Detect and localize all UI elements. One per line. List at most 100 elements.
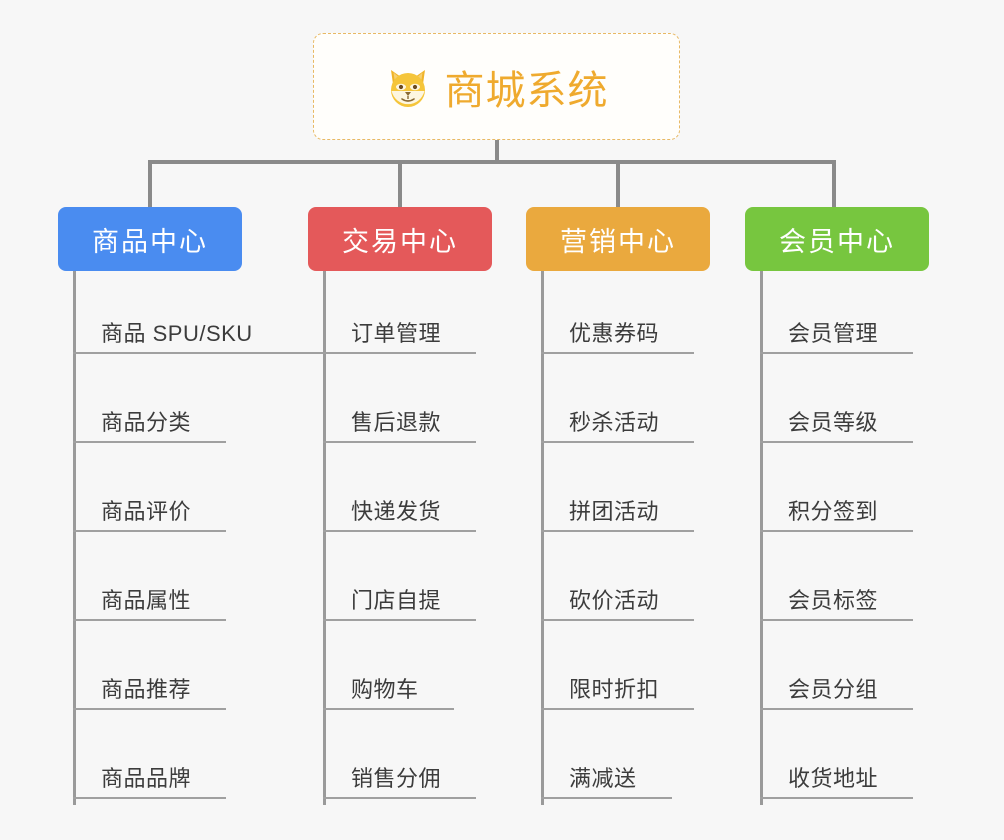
list-item[interactable]: 满减送	[526, 716, 710, 805]
list-item-label: 收货地址	[788, 766, 879, 791]
list-item[interactable]: 门店自提	[308, 538, 492, 627]
connector-spine-product-center	[73, 271, 76, 805]
list-item-label: 满减送	[569, 766, 637, 791]
list-item-rule	[73, 352, 335, 354]
list-item[interactable]: 秒杀活动	[526, 360, 710, 449]
category-title: 会员中心	[779, 226, 895, 257]
branch-member-center: 会员中心 会员管理 会员等级 积分签到 会员标签 会员分组	[745, 207, 929, 805]
list-item-rule	[541, 352, 694, 354]
list-item[interactable]: 商品属性	[58, 538, 242, 627]
branch-trade-center: 交易中心 订单管理 售后退款 快递发货 门店自提 购物车	[308, 207, 492, 805]
list-item[interactable]: 会员分组	[745, 627, 929, 716]
list-item[interactable]: 会员管理	[745, 271, 929, 360]
list-item-rule	[760, 797, 913, 799]
list-item-label: 购物车	[351, 677, 419, 702]
list-item-label: 会员管理	[788, 321, 879, 346]
list-item-rule	[73, 530, 226, 532]
category-title: 商品中心	[92, 226, 208, 257]
list-item-label: 会员标签	[788, 588, 879, 613]
list-item-rule	[541, 708, 694, 710]
root-node-title: 商城系统	[444, 68, 609, 113]
connector-spine-member-center	[760, 271, 763, 805]
list-item-rule	[323, 352, 476, 354]
list-item[interactable]: 积分签到	[745, 449, 929, 538]
list-item-rule	[323, 708, 454, 710]
list-item-label: 门店自提	[351, 588, 442, 613]
list-item-rule	[73, 441, 226, 443]
list-item-label: 优惠券码	[569, 321, 660, 346]
list-item-label: 商品品牌	[101, 766, 192, 791]
list-item-rule	[73, 708, 226, 710]
list-item-label: 商品属性	[101, 588, 192, 613]
list-item-rule	[760, 619, 913, 621]
list-item-rule	[73, 797, 226, 799]
connector-drop-member-center	[832, 160, 836, 208]
list-item-rule	[541, 530, 694, 532]
list-item-label: 商品推荐	[101, 677, 192, 702]
list-item-label: 商品分类	[101, 410, 192, 435]
category-header-product-center[interactable]: 商品中心	[58, 207, 242, 271]
list-item-rule	[760, 530, 913, 532]
list-item-rule	[323, 441, 476, 443]
list-item[interactable]: 商品分类	[58, 360, 242, 449]
list-item-rule	[73, 619, 226, 621]
list-item[interactable]: 销售分佣	[308, 716, 492, 805]
list-item-label: 积分签到	[788, 499, 879, 524]
list-item-rule	[323, 797, 476, 799]
connector-drop-trade-center	[398, 160, 402, 208]
item-list-trade-center: 订单管理 售后退款 快递发货 门店自提 购物车 销售分佣	[308, 271, 492, 805]
list-item[interactable]: 会员等级	[745, 360, 929, 449]
item-list-member-center: 会员管理 会员等级 积分签到 会员标签 会员分组 收货地址	[745, 271, 929, 805]
list-item-label: 售后退款	[351, 410, 442, 435]
list-item-label: 商品 SPU/SKU	[101, 321, 253, 346]
list-item[interactable]: 商品评价	[58, 449, 242, 538]
list-item[interactable]: 商品 SPU/SKU	[58, 271, 335, 360]
branch-product-center: 商品中心 商品 SPU/SKU 商品分类 商品评价 商品属性 商品推荐	[58, 207, 335, 805]
connector-horizontal-bus	[148, 160, 836, 164]
list-item-label: 秒杀活动	[569, 410, 660, 435]
connector-spine-trade-center	[323, 271, 326, 805]
list-item-label: 会员分组	[788, 677, 879, 702]
list-item[interactable]: 限时折扣	[526, 627, 710, 716]
category-header-member-center[interactable]: 会员中心	[745, 207, 929, 271]
list-item-rule	[541, 797, 672, 799]
list-item[interactable]: 砍价活动	[526, 538, 710, 627]
item-list-marketing-center: 优惠券码 秒杀活动 拼团活动 砍价活动 限时折扣 满减送	[526, 271, 710, 805]
list-item-label: 快递发货	[351, 499, 442, 524]
list-item[interactable]: 售后退款	[308, 360, 492, 449]
list-item[interactable]: 收货地址	[745, 716, 929, 805]
list-item-rule	[541, 619, 694, 621]
list-item-label: 商品评价	[101, 499, 192, 524]
category-title: 交易中心	[342, 226, 458, 257]
list-item-rule	[760, 441, 913, 443]
list-item[interactable]: 购物车	[308, 627, 492, 716]
list-item[interactable]: 商品推荐	[58, 627, 242, 716]
category-title: 营销中心	[560, 226, 676, 257]
list-item-label: 会员等级	[788, 410, 879, 435]
category-header-trade-center[interactable]: 交易中心	[308, 207, 492, 271]
connector-root-stem	[495, 140, 499, 164]
list-item-rule	[323, 619, 476, 621]
list-item[interactable]: 会员标签	[745, 538, 929, 627]
list-item-rule	[541, 441, 694, 443]
connector-spine-marketing-center	[541, 271, 544, 805]
list-item-label: 订单管理	[351, 321, 442, 346]
connector-drop-product-center	[148, 160, 152, 208]
shiba-dog-face-icon	[385, 64, 431, 110]
list-item[interactable]: 拼团活动	[526, 449, 710, 538]
list-item-label: 限时折扣	[569, 677, 660, 702]
list-item[interactable]: 订单管理	[308, 271, 492, 360]
list-item-rule	[323, 530, 476, 532]
list-item[interactable]: 快递发货	[308, 449, 492, 538]
root-node-mall-system[interactable]: 商城系统	[313, 33, 680, 140]
item-list-product-center: 商品 SPU/SKU 商品分类 商品评价 商品属性 商品推荐 商品品牌	[58, 271, 335, 805]
list-item[interactable]: 商品品牌	[58, 716, 242, 805]
list-item-rule	[760, 708, 913, 710]
connector-drop-marketing-center	[616, 160, 620, 208]
list-item-label: 销售分佣	[351, 766, 442, 791]
branch-marketing-center: 营销中心 优惠券码 秒杀活动 拼团活动 砍价活动 限时折扣	[526, 207, 710, 805]
category-header-marketing-center[interactable]: 营销中心	[526, 207, 710, 271]
list-item-label: 砍价活动	[569, 588, 660, 613]
list-item[interactable]: 优惠券码	[526, 271, 710, 360]
